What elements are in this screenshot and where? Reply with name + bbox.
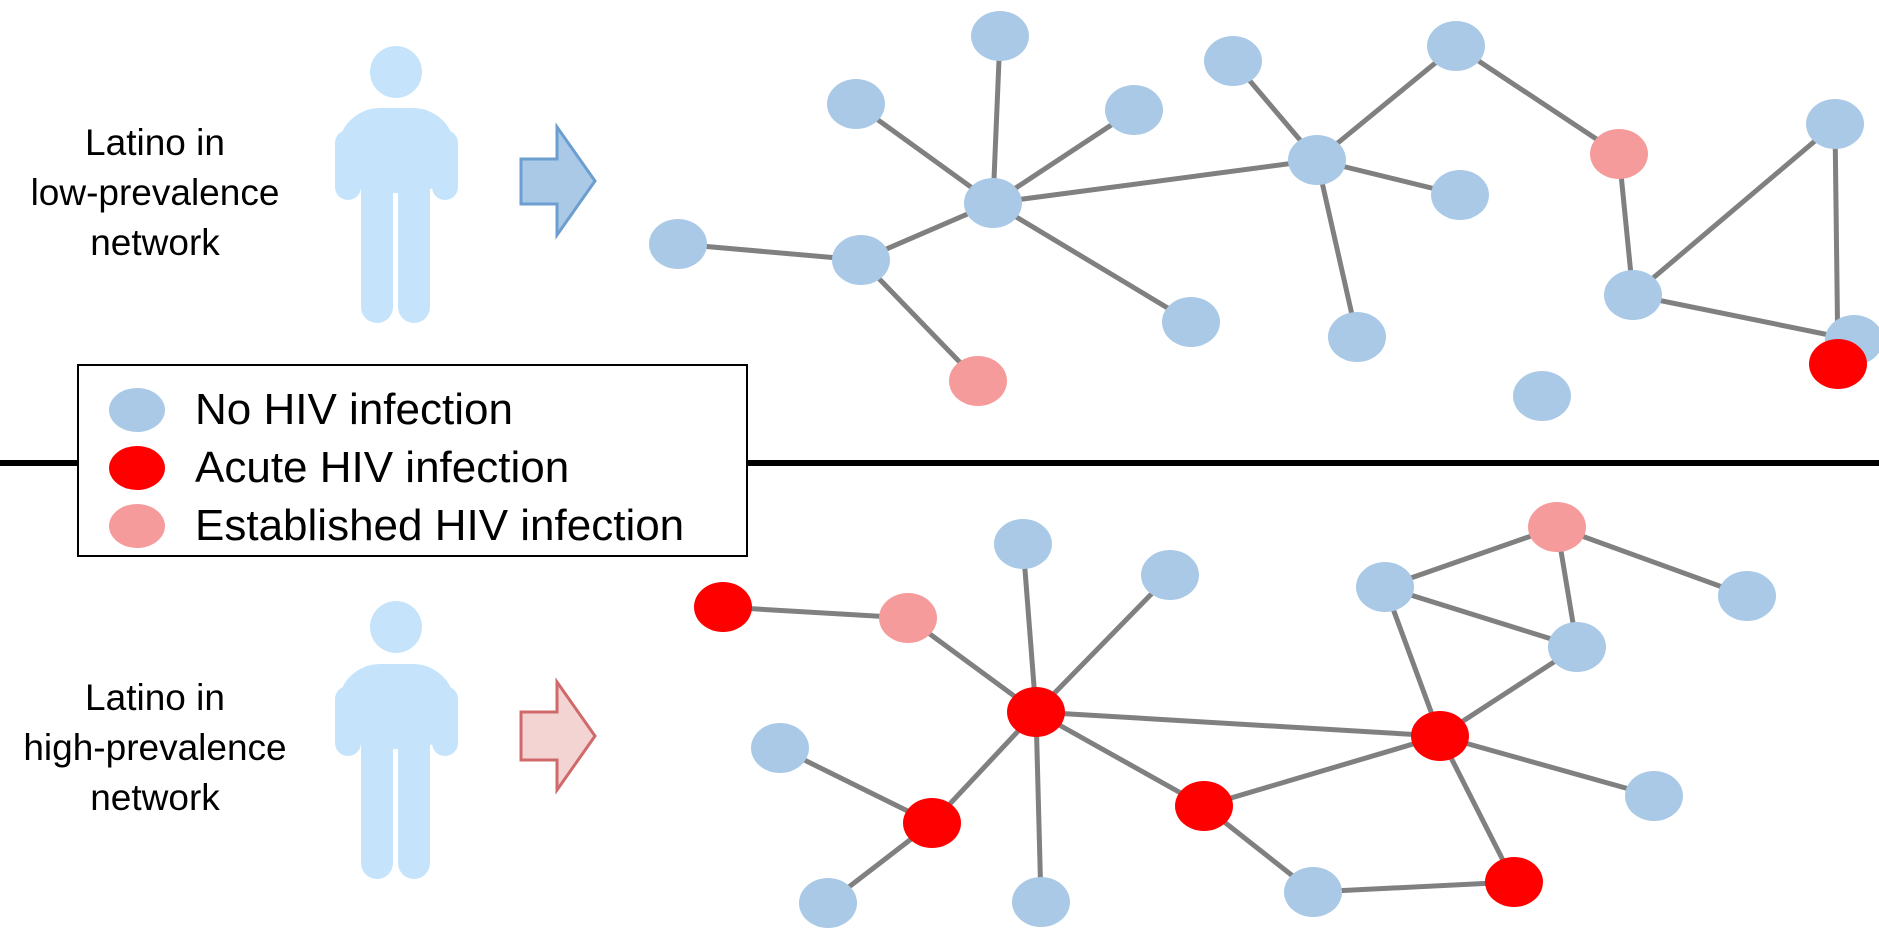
network-edge <box>1020 543 1039 713</box>
network-edge <box>991 107 1136 206</box>
network-node-none <box>832 235 890 285</box>
network-edge <box>1034 573 1172 714</box>
network-node-none <box>751 723 809 773</box>
caption-bottom: Latino in high-prevalence network <box>0 673 310 823</box>
network-node-none <box>1105 85 1163 135</box>
legend-item-acute: Acute HIV infection <box>109 438 569 498</box>
network-node-acute <box>1411 711 1469 761</box>
network-node-none <box>1548 622 1606 672</box>
network-node-none <box>1012 877 1070 927</box>
network-node-acute <box>903 798 961 848</box>
network-node-established <box>1528 502 1586 552</box>
network-node-acute <box>694 582 752 632</box>
network-node-none <box>971 11 1029 61</box>
network-node-none <box>1328 312 1386 362</box>
network-node-none <box>994 519 1052 569</box>
network-edge <box>1034 709 1206 809</box>
caption-top: Latino in low-prevalence network <box>0 118 310 268</box>
network-node-acute <box>1485 857 1543 907</box>
network-node-acute <box>1175 781 1233 831</box>
network-node-none <box>1718 571 1776 621</box>
network-bottom <box>694 502 1776 928</box>
network-top <box>649 11 1879 421</box>
network-edge <box>1454 43 1621 157</box>
network-edge <box>1384 524 1558 590</box>
caption-top-line-2: low-prevalence <box>30 172 280 213</box>
network-edge <box>1384 584 1578 650</box>
network-node-acute <box>1809 339 1867 389</box>
network-node-established <box>1590 129 1648 179</box>
network-edge <box>991 200 1193 325</box>
network-node-none <box>1204 36 1262 86</box>
network-edge <box>1314 159 1360 338</box>
network-node-none <box>649 219 707 269</box>
network-node-none <box>1806 99 1864 149</box>
network-node-established <box>949 356 1007 406</box>
network-node-none <box>964 178 1022 228</box>
network-edge <box>722 604 909 621</box>
network-node-none <box>1288 135 1346 185</box>
network-node-none <box>1141 550 1199 600</box>
caption-top-line-3: network <box>90 222 220 263</box>
no-infection-swatch-icon <box>109 388 165 432</box>
network-node-none <box>827 79 885 129</box>
network-node-none <box>1284 867 1342 917</box>
network-node-none <box>799 878 857 928</box>
network-edge <box>854 101 995 206</box>
network-node-none <box>1604 270 1662 320</box>
legend: No HIV infection Acute HIV infection Est… <box>77 364 748 557</box>
network-edge <box>859 258 980 383</box>
network-node-none <box>1162 297 1220 347</box>
network-edge <box>1556 524 1748 599</box>
legend-label-no-infection: No HIV infection <box>195 385 513 434</box>
network-edge <box>1312 879 1515 895</box>
network-edge <box>1439 733 1655 799</box>
network-node-none <box>1513 371 1571 421</box>
network-edge <box>778 745 934 826</box>
caption-bottom-line-3: network <box>90 777 220 818</box>
network-node-none <box>1431 170 1489 220</box>
network-edge <box>1035 709 1441 739</box>
arrow-right-icon-bottom <box>519 677 597 795</box>
network-edge <box>1382 586 1443 737</box>
network-edge <box>1437 734 1517 884</box>
network-node-none <box>1356 562 1414 612</box>
person-icon-bottom <box>335 601 458 879</box>
network-edge <box>1203 733 1441 809</box>
person-icon-top <box>335 46 458 323</box>
network-node-acute <box>1007 687 1065 737</box>
legend-label-acute: Acute HIV infection <box>195 443 570 492</box>
network-node-none <box>1625 771 1683 821</box>
network-edge <box>990 35 1003 204</box>
caption-top-line-1: Latino in <box>85 122 225 163</box>
network-edge <box>992 157 1318 206</box>
acute-infection-swatch-icon <box>109 446 165 490</box>
network-edge <box>1315 44 1458 162</box>
network-node-established <box>879 593 937 643</box>
established-infection-swatch-icon <box>109 504 165 548</box>
network-edge <box>1632 292 1855 343</box>
network-edge <box>1033 711 1044 903</box>
arrow-right-icon-top <box>519 122 597 240</box>
legend-item-no-infection: No HIV infection <box>109 380 513 440</box>
legend-label-established: Established HIV infection <box>195 501 685 550</box>
network-node-none <box>1427 21 1485 71</box>
caption-bottom-line-1: Latino in <box>85 677 225 718</box>
legend-item-established: Established HIV infection <box>109 496 684 556</box>
network-edge <box>677 241 862 263</box>
network-edge <box>1631 122 1837 297</box>
caption-bottom-line-2: high-prevalence <box>23 727 287 768</box>
